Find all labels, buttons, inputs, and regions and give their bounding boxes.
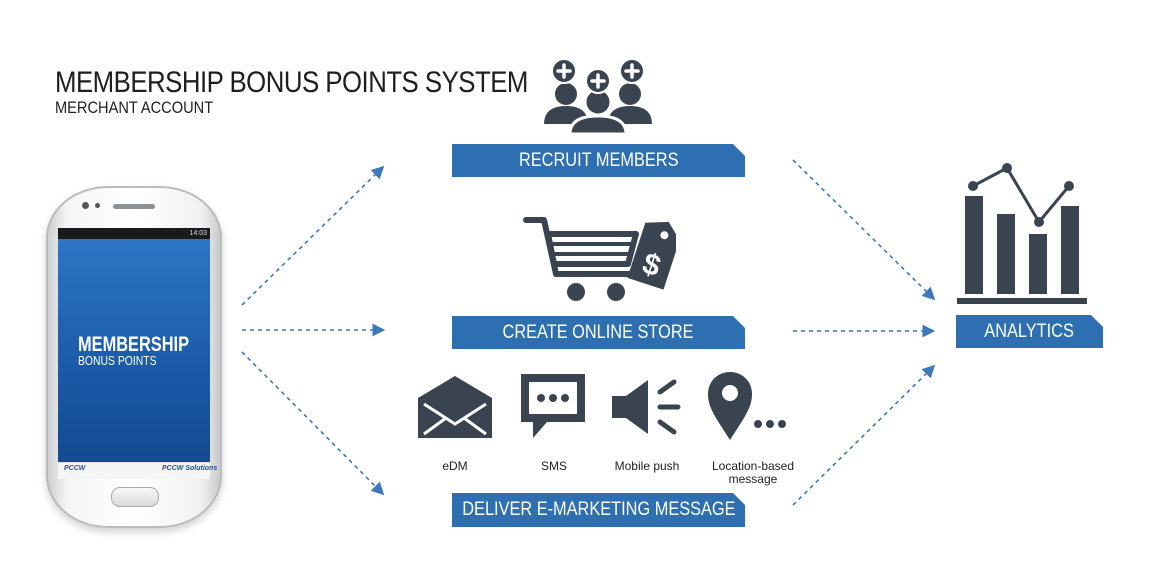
brand-logo-right: PCCW Solutions — [162, 465, 218, 472]
bar-chart-icon — [957, 163, 1087, 304]
recruit-members-label: RECRUIT MEMBERS — [518, 149, 679, 171]
arrow-recruit-to-analytics — [792, 159, 936, 301]
diagram-subtitle: MERCHANT ACCOUNT — [55, 98, 214, 117]
speaker-icon — [612, 379, 681, 435]
phone-app-title: MEMBERSHIP — [78, 333, 190, 356]
analytics-banner: ANALYTICS — [956, 315, 1103, 348]
recruit-members-banner: RECRUIT MEMBERS — [452, 144, 745, 177]
group-add-icon — [544, 58, 652, 134]
deliver-message-banner: DELIVER E-MARKETING MESSAGE — [452, 493, 745, 527]
channel-label-location: Location-based message — [711, 459, 795, 486]
arrow-phone-to-recruit — [241, 165, 385, 306]
brand-logo-left: PCCW — [64, 465, 86, 472]
phone-screen-footer — [58, 462, 210, 479]
phone-screen — [58, 228, 210, 462]
deliver-message-label: DELIVER E-MARKETING MESSAGE — [461, 499, 736, 520]
create-online-store-banner: CREATE ONLINE STORE — [452, 316, 745, 349]
phone-home-button — [111, 487, 159, 507]
envelope-icon — [418, 376, 492, 438]
diagram-title: MEMBERSHIP BONUS POINTS SYSTEM — [55, 66, 528, 99]
phone-clock: 14:03 — [189, 230, 207, 237]
arrow-deliver-to-analytics — [792, 364, 936, 506]
arrow-phone-to-deliver — [241, 351, 385, 496]
location-pin-icon — [708, 372, 786, 440]
create-online-store-label: CREATE ONLINE STORE — [503, 321, 694, 343]
analytics-label: ANALYTICS — [984, 320, 1075, 342]
phone-app-subtitle: BONUS POINTS — [78, 353, 157, 368]
phone-status-bar: 14:03 — [58, 228, 210, 239]
phone-sensor — [95, 203, 100, 208]
channel-label-mobile-push: Mobile push — [614, 459, 680, 473]
phone-speaker — [113, 204, 155, 209]
channel-label-sms: SMS — [540, 459, 567, 473]
channel-label-edm: eDM — [442, 459, 468, 473]
chat-bubble-icon — [521, 374, 585, 438]
phone-camera — [82, 202, 89, 209]
shopping-cart-icon: $ — [523, 217, 676, 301]
